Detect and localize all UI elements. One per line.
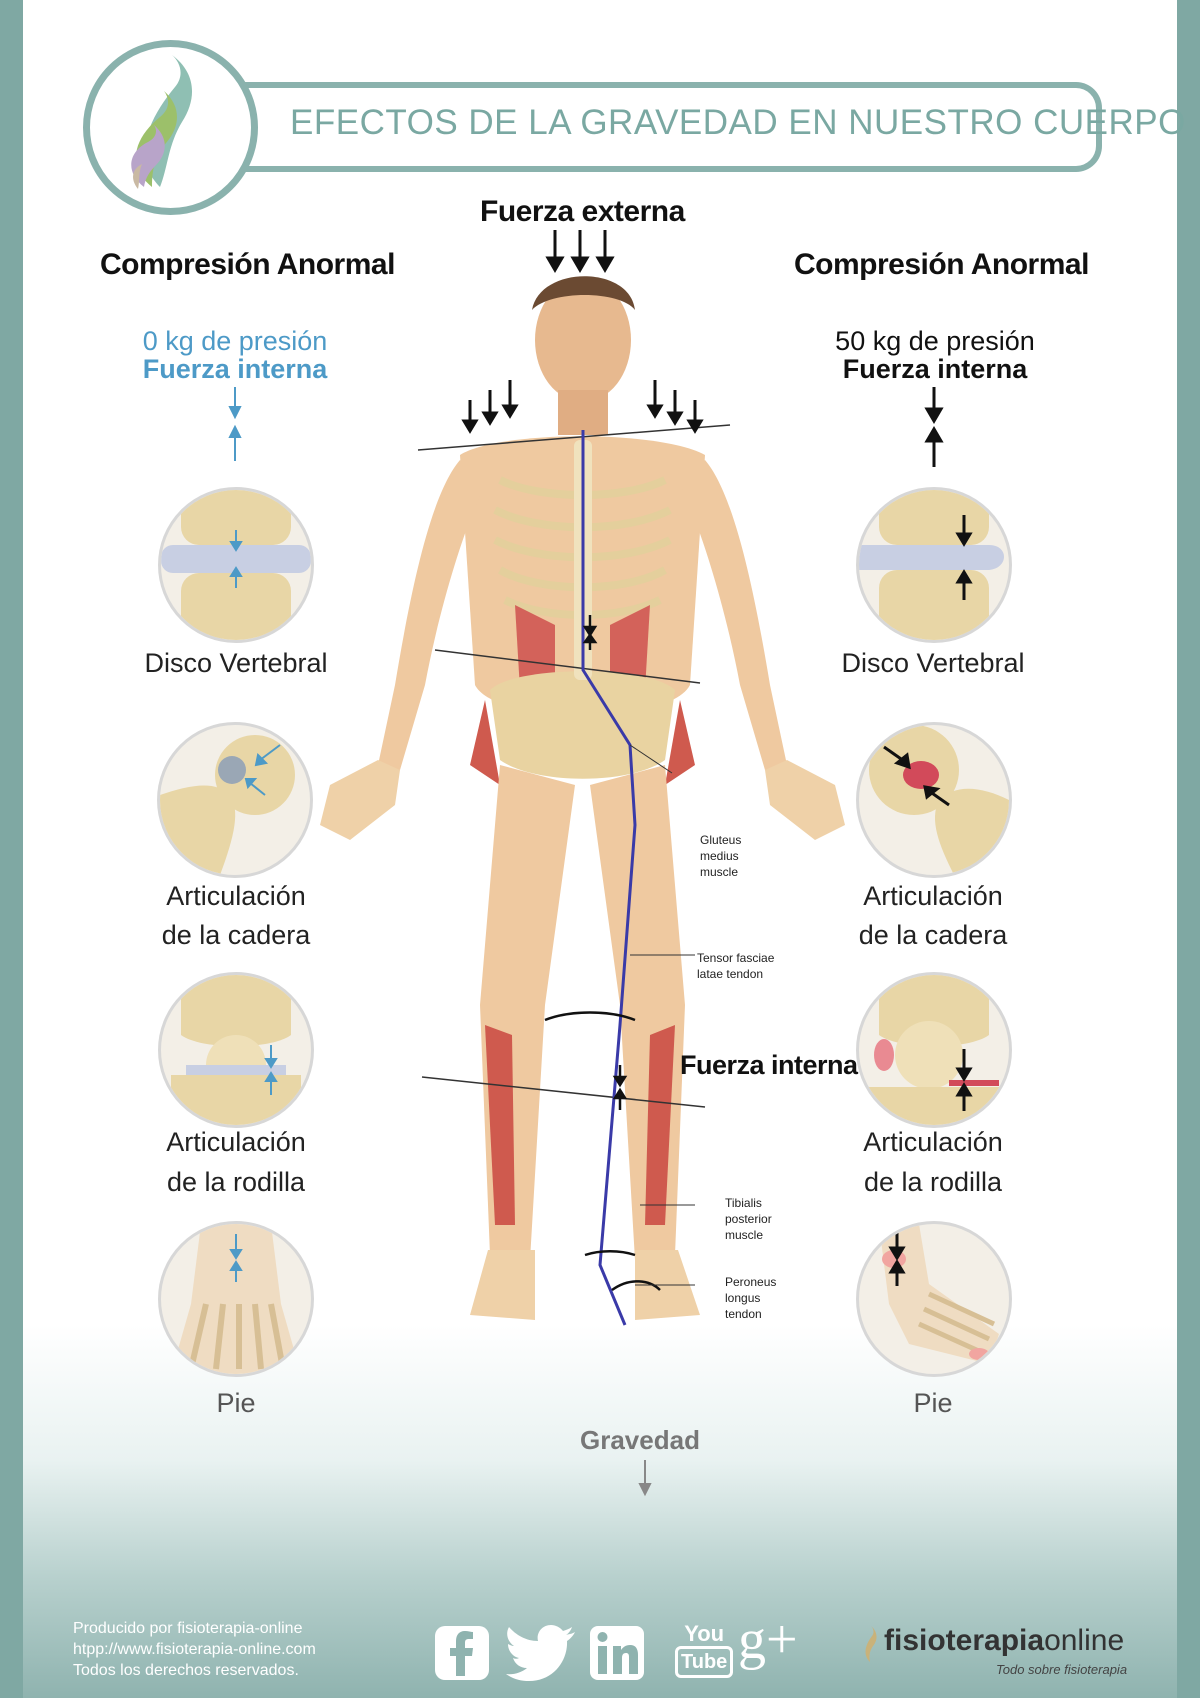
right-internal-force: Fuerza interna	[842, 354, 1028, 384]
gluteus-label-line1: Gluteus	[700, 833, 742, 847]
left-disc-label: Disco Vertebral	[144, 648, 328, 678]
left-pressure-arrows	[228, 387, 242, 461]
brand-name: fisioterapiaonline	[884, 1624, 1124, 1658]
gluteus-label-line2: medius	[700, 849, 739, 863]
gluteus-label-line3: muscle	[700, 865, 739, 879]
title-banner	[230, 82, 1102, 172]
right-hip-label-2: de la cadera	[858, 920, 1008, 950]
tensor-label: Tensor fasciae latae tendon	[697, 950, 774, 982]
left-heading: Compresión Anormal	[100, 248, 395, 281]
left-internal-force: Fuerza interna	[142, 354, 328, 384]
brand-tagline: Todo sobre fisioterapia	[996, 1662, 1128, 1677]
youtube-icon-you: You	[684, 1621, 725, 1646]
brand-swirl-icon	[865, 1626, 877, 1662]
footer-line3: Todos los derechos reservados.	[73, 1662, 299, 1679]
page-title: EFECTOS DE LA GRAVEDAD EN NUESTRO CUERPO	[290, 103, 1186, 142]
left-knee-image	[158, 972, 314, 1128]
right-hip-image	[856, 722, 1012, 878]
tensor-label-line1: Tensor fasciae	[697, 951, 775, 965]
right-knee-image	[856, 972, 1012, 1128]
gluteus-label: Gluteus medius muscle	[700, 832, 741, 880]
gravity-label: Gravedad	[580, 1425, 700, 1455]
facebook-icon[interactable]	[433, 1624, 491, 1687]
left-disc-image	[158, 487, 314, 643]
youtube-icon-tube: Tube	[675, 1646, 734, 1678]
external-force-label: Fuerza externa	[480, 195, 685, 228]
internal-force-center-label: Fuerza interna	[680, 1050, 858, 1080]
footer-line1: Producido por fisioterapia-online	[73, 1620, 303, 1637]
left-hip-image	[157, 722, 313, 878]
left-hip-label-2: de la cadera	[161, 920, 311, 950]
tibialis-label-line1: Tibialis	[725, 1196, 762, 1210]
footer-line2[interactable]: htpp://www.fisioterapia-online.com	[73, 1641, 316, 1658]
linkedin-icon[interactable]	[588, 1624, 646, 1687]
left-hip-label-1: Articulación	[166, 881, 306, 911]
left-foot-image	[158, 1221, 314, 1377]
right-disc-image	[856, 487, 1012, 643]
right-pressure: 50 kg de presión	[835, 326, 1035, 356]
peroneus-label-line2: longus	[725, 1291, 761, 1305]
peroneus-label-line3: tendon	[725, 1307, 762, 1321]
tibialis-label-line3: muscle	[725, 1228, 764, 1242]
brand-name-light: online	[1044, 1624, 1125, 1657]
twitter-icon[interactable]	[505, 1624, 577, 1687]
peroneus-label: Peroneus longus tendon	[725, 1274, 776, 1322]
left-knee-label-2: de la rodilla	[166, 1167, 306, 1197]
right-knee-label-1: Articulación	[863, 1127, 1003, 1157]
brand-name-bold: fisioterapia	[884, 1624, 1045, 1657]
left-foot-label: Pie	[216, 1388, 256, 1418]
right-knee-label-2: de la rodilla	[863, 1167, 1003, 1197]
youtube-icon[interactable]: You Tube	[675, 1621, 734, 1678]
right-foot-label: Pie	[913, 1388, 953, 1418]
tibialis-label: Tibialis posterior muscle	[725, 1195, 772, 1243]
logo-emblem	[83, 40, 258, 215]
right-disc-label: Disco Vertebral	[841, 648, 1025, 678]
peroneus-label-line1: Peroneus	[725, 1275, 777, 1289]
left-pressure: 0 kg de presión	[142, 326, 328, 356]
tensor-label-line2: latae tendon	[697, 967, 764, 981]
tibialis-label-line2: posterior	[725, 1212, 772, 1226]
gravity-arrow-icon	[638, 1460, 652, 1497]
right-foot-image	[856, 1221, 1012, 1377]
right-hip-label-1: Articulación	[863, 881, 1003, 911]
left-knee-label-1: Articulación	[166, 1127, 306, 1157]
body-anatomy-illustration	[320, 276, 845, 1326]
external-force-arrows	[545, 230, 615, 273]
googleplus-icon[interactable]: g+	[738, 1609, 798, 1671]
right-pressure-arrows	[924, 387, 944, 467]
leaf-swirl-icon	[131, 55, 193, 189]
footer-credits: Producido por fisioterapia-online htpp:/…	[73, 1618, 316, 1681]
right-heading: Compresión Anormal	[794, 248, 1089, 281]
